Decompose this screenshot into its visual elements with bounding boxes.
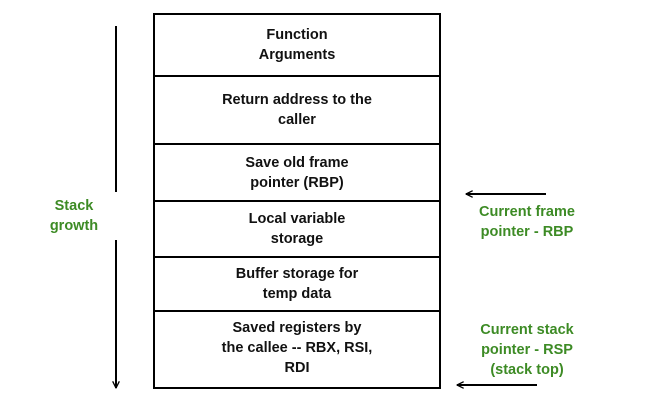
stack-cell-buffer-storage: Buffer storage for temp data [155, 256, 439, 310]
current-frame-pointer-label: Current frame pointer - RBP [479, 204, 575, 240]
stack-cell-return-address: Return address to the caller [155, 75, 439, 143]
stack-cell-saved-registers: Saved registers by the callee -- RBX, RS… [155, 310, 439, 389]
stack-cell-old-frame-pointer: Save old frame pointer (RBP) [155, 143, 439, 200]
current-stack-pointer-label: Current stack pointer - RSP (stack top) [480, 322, 574, 378]
stack-frame-box: Function Arguments Return address to the… [153, 13, 441, 389]
stack-cell-function-arguments: Function Arguments [258, 27, 336, 63]
stack-cell-local-variables: Local variable storage [155, 200, 439, 256]
stack-growth-label: Stack growth [49, 198, 99, 234]
